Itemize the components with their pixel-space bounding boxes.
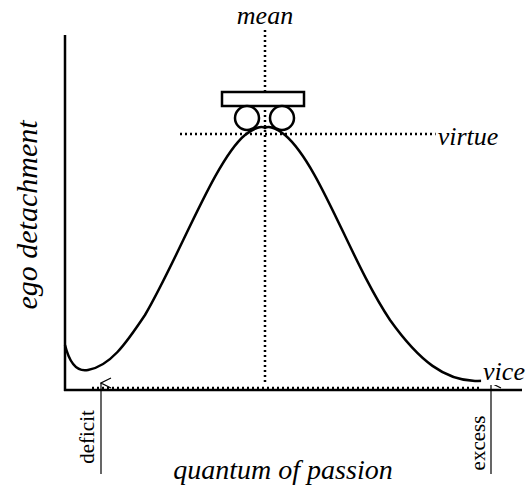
deficit-arrow	[100, 383, 101, 474]
level-label: vice	[481, 359, 527, 385]
cart-wheel	[270, 106, 294, 130]
region-label: excess	[468, 414, 489, 473]
y-axis	[64, 35, 67, 391]
passion-curve	[65, 127, 520, 381]
region-label: deficit	[77, 408, 98, 466]
level-label: virtue	[436, 124, 501, 150]
vice-line	[92, 387, 480, 390]
cart-wheel	[235, 106, 259, 130]
axis-label: quantum of passion	[171, 456, 394, 484]
excess-arrow	[490, 383, 491, 474]
virtue-line	[180, 133, 460, 136]
cart-platform	[222, 92, 304, 106]
mean-line	[264, 30, 267, 385]
axis-label: mean	[235, 3, 295, 29]
axis-label: ego detachment	[12, 118, 42, 311]
x-axis	[64, 389, 522, 392]
